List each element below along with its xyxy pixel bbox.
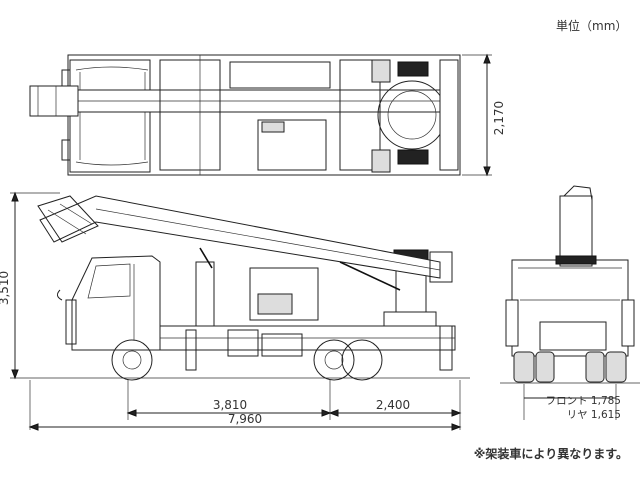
rear-view: フロント 1,785 リヤ 1,615: [500, 185, 640, 421]
dim-rear-tread: リヤ 1,615: [567, 409, 621, 421]
dim-wheelbase: 3,810: [213, 398, 247, 412]
dim-height: 3,510: [0, 271, 11, 305]
dim-width-top: 2,170: [492, 101, 506, 135]
dim-overall-length: 7,960: [228, 412, 262, 426]
unit-label: 単位（mm）: [556, 18, 627, 33]
dim-rear-overhang: 2,400: [376, 398, 410, 412]
side-view: 3,510 3,810 2,400 7,960: [0, 191, 470, 431]
footnote: ※架装車により異なります。: [474, 446, 628, 461]
top-view: 2,170: [29, 53, 506, 177]
dim-front-tread: フロント 1,785: [546, 395, 621, 407]
